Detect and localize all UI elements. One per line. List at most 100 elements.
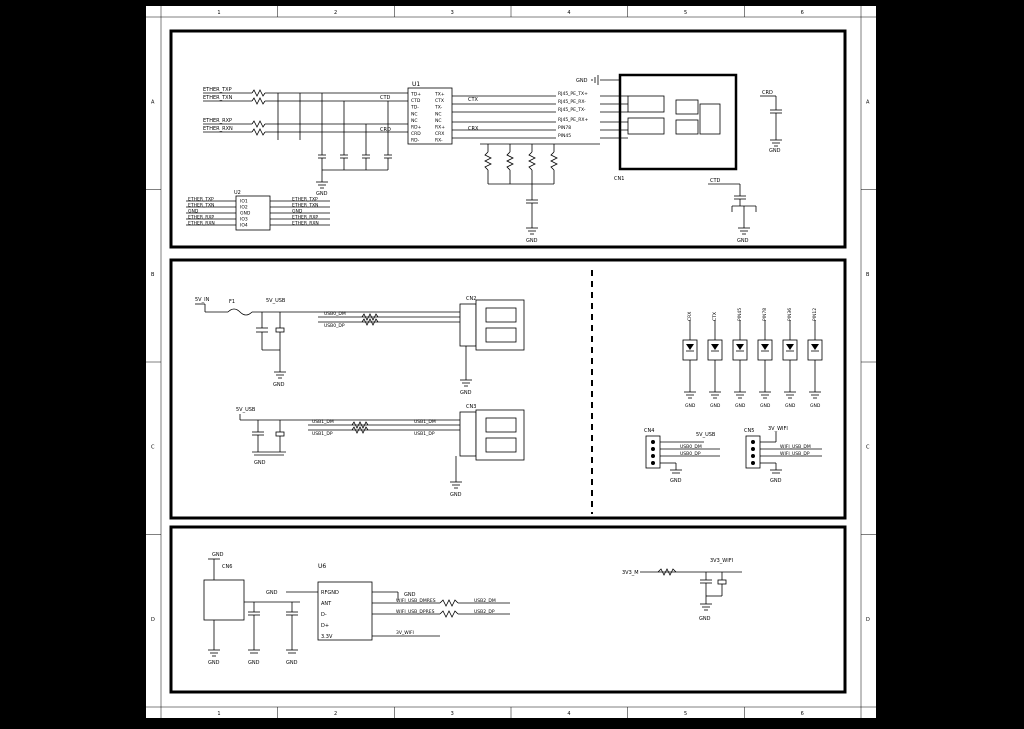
ethernet-input-nets: ETHER_TXP ETHER_TXN ETHER_RXP ETHER_RXN xyxy=(203,87,266,136)
gnd-label: GND xyxy=(770,478,782,484)
net-usb1-dp-right: USB1_DP xyxy=(414,431,435,437)
fuse-ref: F1 xyxy=(229,299,235,305)
zone-row-right: B xyxy=(866,272,870,278)
u1-pin-right: CTX xyxy=(435,98,444,104)
u1-pin-left: CRD xyxy=(411,131,421,137)
u1-pin-left: TD+ xyxy=(410,92,421,98)
net-5v-in: 5V_IN xyxy=(195,297,210,303)
net-ctd: CTD xyxy=(380,95,391,101)
u1-pin-left: TD- xyxy=(410,105,419,111)
u2-left-net: ETHER_TXN xyxy=(188,203,214,209)
u1-pin-left: NC xyxy=(411,118,418,124)
zone-col-bottom: 1 xyxy=(217,711,220,717)
usb1-lines: USB1_DM USB1_DP USB1_DM USB1_DP xyxy=(308,419,460,437)
wifi-res-net: WIFI_USB_DMRES xyxy=(396,598,436,604)
u6-gnd-label: GND xyxy=(404,592,416,598)
net-ether-rxp: ETHER_RXP xyxy=(203,118,232,124)
u1-pin-right: CRX xyxy=(435,131,444,137)
net-wifi-dm: WIFI_USB_DM xyxy=(780,444,811,450)
zone-ticks xyxy=(146,6,876,718)
rj45-net-labels: RJ45_PE_TX+RJ45_PE_RX-RJ45_PE_TX-RJ45_PE… xyxy=(558,91,588,139)
cn3-ref: CN3 xyxy=(466,404,476,410)
u1-pin-right: RX- xyxy=(435,138,443,144)
u2-right-net: GND xyxy=(292,209,303,215)
net-3v3-m: 3V3_M xyxy=(622,570,639,576)
u6-ref: U6 xyxy=(318,563,326,570)
net-3v-wifi: 3V_WIFI xyxy=(768,426,788,432)
zone-col-top: 3 xyxy=(451,10,454,16)
net-5v-usb-2: 5V_USB xyxy=(236,407,256,413)
net-ether-txp: ETHER_TXP xyxy=(203,87,232,93)
gnd-label: GND xyxy=(248,660,260,666)
bus-capacitors xyxy=(318,154,392,178)
zone-row-right: C xyxy=(866,444,870,450)
esd-net-label: CTX xyxy=(712,312,718,321)
gnd-label: GND xyxy=(685,403,696,409)
zone-col-top: 4 xyxy=(567,10,570,16)
cn5-ref: CN5 xyxy=(744,428,754,434)
gnd-label: GND xyxy=(769,148,781,154)
net-wifi-dp: WIFI_USB_DP xyxy=(780,451,810,457)
gnd-label: GND xyxy=(576,78,588,84)
esd-diode-array: CRXGNDCTXGNDPIN45GNDPIN78GNDPIN36GNDPIN1… xyxy=(682,308,823,409)
u6-pin: 3.3V xyxy=(321,634,333,640)
gnd-label: GND xyxy=(266,590,278,596)
u2-pin: IO2 xyxy=(240,205,248,211)
u2-right-net: ETHER_RXP xyxy=(292,215,318,221)
u2-left-net: ETHER_TXP xyxy=(188,197,214,203)
u1-ref: U1 xyxy=(412,81,420,88)
zone-col-top: 5 xyxy=(684,10,687,16)
esd-net-label: PIN36 xyxy=(787,308,793,321)
esd-net-label: PIN78 xyxy=(762,308,768,321)
u1-pin-right: NC xyxy=(435,111,442,117)
u6-pin: RFGND xyxy=(321,590,339,596)
u6-pin: D- xyxy=(321,612,327,618)
termination-resistors: GND xyxy=(484,144,558,244)
usb0-lines: USB0_DM USB0_DP xyxy=(318,311,460,329)
u2-pin: GND xyxy=(240,211,251,217)
net-usb1-dp-left: USB1_DP xyxy=(312,431,333,437)
header-cn4: CN4 5V_USB USB0_DM USB0_DP GND xyxy=(644,428,720,484)
zone-col-bottom: 6 xyxy=(801,711,804,717)
usb-power-second: 5V_USB GND xyxy=(236,407,460,466)
net-usb0-dp: USB0_DP xyxy=(324,323,345,329)
zone-row-right: D xyxy=(866,617,870,623)
u1-pin-left: CTD xyxy=(411,98,421,104)
net-ether-txn: ETHER_TXN xyxy=(203,95,233,101)
net-usb0-dm-hdr: USB0_DM xyxy=(680,444,702,450)
net-ether-rxn: ETHER_RXN xyxy=(203,126,233,132)
net-usb1-dm-right: USB1_DM xyxy=(414,419,436,425)
rj45-net-label: PIN45 xyxy=(558,133,571,139)
net-ctx: CTX xyxy=(468,97,479,103)
gnd-label: GND xyxy=(286,660,298,666)
header-cn5: CN5 3V_WIFI WIFI_USB_DM WIFI_USB_DP GND xyxy=(744,426,822,484)
u2-right-net: ETHER_TXN xyxy=(292,203,318,209)
u1-pin-right: TX- xyxy=(434,105,443,111)
rj45-net-label: PIN78 xyxy=(558,125,571,131)
paper xyxy=(146,6,876,718)
u2-left-net: ETHER_RXP xyxy=(188,215,214,221)
u1-pin-right: TX+ xyxy=(434,92,445,98)
wifi-usb-net: USB2_DP xyxy=(474,609,495,615)
gnd-label: GND xyxy=(760,403,771,409)
u2-pin: IO4 xyxy=(240,223,248,229)
esd-net-label: PIN45 xyxy=(737,308,743,321)
gnd-label: GND xyxy=(526,238,538,244)
net-3v3-wifi: 3V3_WIFI xyxy=(710,558,733,564)
u1-pin-left: NC xyxy=(411,111,418,117)
gnd-label: GND xyxy=(460,390,472,396)
net-ctd-right: CTD xyxy=(710,178,721,184)
cn6-ref: CN6 xyxy=(222,564,232,570)
u2-left-net: ETHER_RXN xyxy=(188,221,215,227)
wifi-res-net: WIFI_USB_DPRES xyxy=(396,609,435,615)
gnd-label: GND xyxy=(710,403,721,409)
net-crd-right: CRD xyxy=(762,90,773,96)
cn4-ref: CN4 xyxy=(644,428,654,434)
esd-net-label: CRX xyxy=(687,312,693,321)
